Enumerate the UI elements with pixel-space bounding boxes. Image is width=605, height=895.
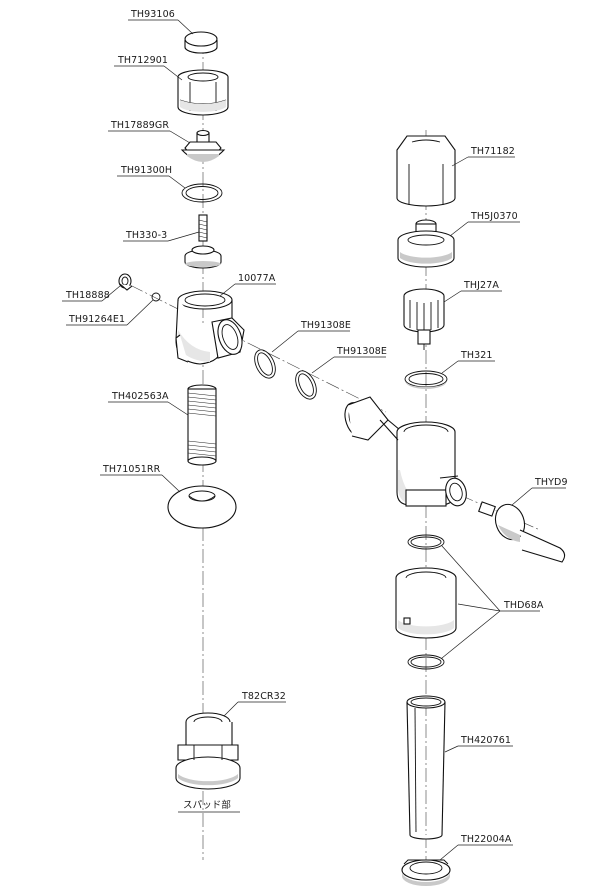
svg-text:TH71051RR: TH71051RR: [102, 464, 161, 475]
label-th71182: TH71182: [451, 146, 515, 167]
part-th71051rr-flange: [167, 485, 237, 529]
label-th91300h: TH91300H: [117, 165, 186, 189]
svg-text:T82CR32: T82CR32: [241, 691, 286, 702]
part-th91264e1-ring: [151, 292, 161, 302]
label-th22004a: TH22004A: [439, 834, 513, 861]
label-th18888: TH18888: [62, 285, 121, 302]
part-th18888: [118, 273, 133, 291]
label-th93106: TH93106: [128, 9, 194, 35]
label-th5j0370: TH5J0370: [449, 211, 520, 237]
label-th17889gr: TH17889GR: [108, 120, 191, 144]
part-th22004a-nut: [401, 859, 451, 886]
part-th330-3-stem: [184, 214, 222, 269]
svg-text:TH91308E: TH91308E: [300, 320, 351, 331]
svg-text:10077A: 10077A: [238, 273, 276, 284]
label-th91308e-2: TH91308E: [311, 346, 387, 374]
label-thyd9: THYD9: [511, 477, 568, 506]
part-th402563a-pipe: [187, 384, 217, 466]
part-th321-ring: [404, 370, 448, 389]
svg-text:THYD9: THYD9: [534, 477, 568, 488]
label-th420761: TH420761: [444, 735, 513, 753]
label-th91264e1: TH91264E1: [66, 299, 154, 326]
svg-text:TH330-3: TH330-3: [125, 230, 167, 241]
label-10077a: 10077A: [219, 273, 276, 297]
svg-text:THD68A: THD68A: [503, 600, 544, 611]
label-th330-3: TH330-3: [123, 230, 200, 242]
svg-text:TH22004A: TH22004A: [460, 834, 512, 845]
part-10077a-body: [175, 290, 245, 365]
part-thj27a: [403, 288, 445, 350]
label-th712901: TH712901: [114, 55, 183, 81]
svg-text:TH712901: TH712901: [117, 55, 168, 66]
part-th91308e-ring-2: [295, 370, 317, 400]
label-th71051rr: TH71051RR: [100, 464, 181, 493]
svg-text:TH91300H: TH91300H: [120, 165, 172, 176]
svg-text:TH420761: TH420761: [460, 735, 511, 746]
svg-text:TH91308E: TH91308E: [336, 346, 387, 357]
svg-text:TH91264E1: TH91264E1: [68, 314, 125, 325]
label-th402563a: TH402563A: [108, 391, 189, 416]
part-th712901-nut: [177, 69, 229, 116]
label-thd68a: THD68A: [441, 545, 544, 659]
label-thj27a: THJ27A: [443, 280, 502, 303]
svg-text:TH17889GR: TH17889GR: [110, 120, 169, 131]
part-th5j0370: [397, 219, 455, 268]
label-t82cr32: T82CR32: [223, 691, 286, 717]
part-union-connector: [344, 396, 401, 441]
svg-text:TH5J0370: TH5J0370: [470, 211, 518, 222]
part-t82cr32-spud: [175, 712, 241, 790]
part-thyd9-handle: [478, 501, 566, 563]
svg-text:スパッド部: スパッド部: [183, 799, 231, 811]
svg-text:TH321: TH321: [460, 350, 493, 361]
part-th17889gr: [180, 129, 226, 162]
svg-text:TH402563A: TH402563A: [111, 391, 169, 402]
svg-text:TH93106: TH93106: [130, 9, 175, 20]
label-th91308e-1: TH91308E: [271, 320, 351, 353]
part-thd68a: [395, 534, 457, 670]
svg-text:TH71182: TH71182: [470, 146, 515, 157]
part-th91308e-ring-1: [254, 349, 276, 379]
label-th321: TH321: [441, 350, 495, 374]
svg-text:TH18888: TH18888: [65, 290, 110, 301]
part-valve-body: [379, 419, 467, 507]
svg-text:THJ27A: THJ27A: [463, 280, 499, 291]
part-th71182-cover: [396, 135, 456, 207]
part-th420761-pipe: [406, 695, 446, 840]
spud-section-caption: スパッド部: [178, 799, 240, 813]
part-th91300h-oring: [181, 183, 223, 203]
part-th93106-cap: [184, 31, 218, 54]
